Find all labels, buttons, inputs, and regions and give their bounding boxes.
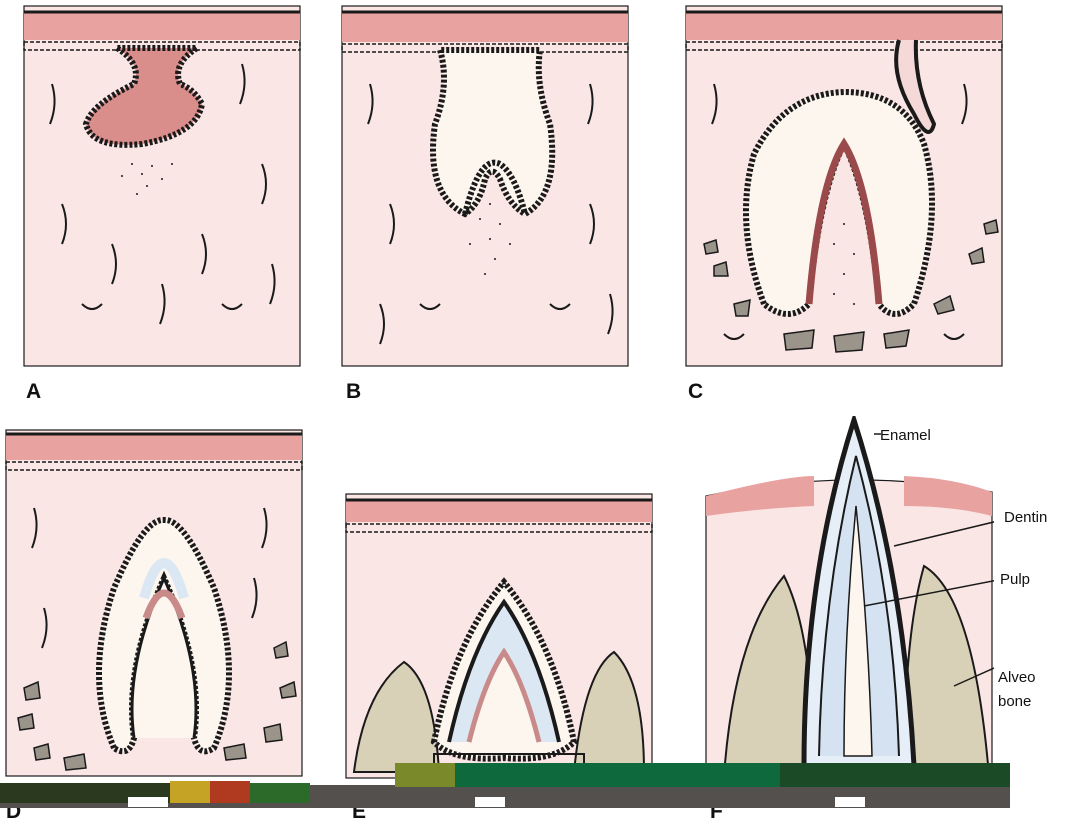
panel-e bbox=[344, 492, 654, 780]
callout-bone: bone bbox=[998, 690, 1031, 713]
panel-f bbox=[704, 416, 994, 780]
image-corruption-band bbox=[0, 763, 1010, 808]
panel-label-b: B bbox=[346, 380, 361, 404]
panel-a-drawing bbox=[22, 4, 302, 368]
panel-d bbox=[4, 428, 304, 778]
callout-dentin: Dentin bbox=[1004, 506, 1047, 529]
panel-e-drawing bbox=[344, 492, 654, 780]
panel-a bbox=[22, 4, 302, 368]
panel-b-drawing bbox=[340, 4, 630, 368]
panel-c bbox=[684, 4, 1004, 368]
oral-epithelium bbox=[6, 434, 302, 460]
oral-epithelium bbox=[686, 12, 1002, 40]
panel-d-drawing bbox=[4, 428, 304, 778]
panel-c-drawing bbox=[684, 4, 1004, 368]
panel-f-drawing bbox=[704, 416, 994, 780]
panel-b bbox=[340, 4, 630, 368]
oral-epithelium bbox=[342, 12, 628, 42]
panel-label-a: A bbox=[26, 380, 41, 404]
callout-alveo: Alveo bbox=[998, 666, 1036, 689]
callout-pulp: Pulp bbox=[1000, 568, 1030, 591]
callout-enamel: Enamel bbox=[880, 424, 931, 447]
oral-epithelium bbox=[24, 12, 300, 40]
mesenchyme bbox=[686, 6, 1002, 366]
panel-label-c: C bbox=[688, 380, 703, 404]
oral-epithelium bbox=[346, 500, 652, 522]
